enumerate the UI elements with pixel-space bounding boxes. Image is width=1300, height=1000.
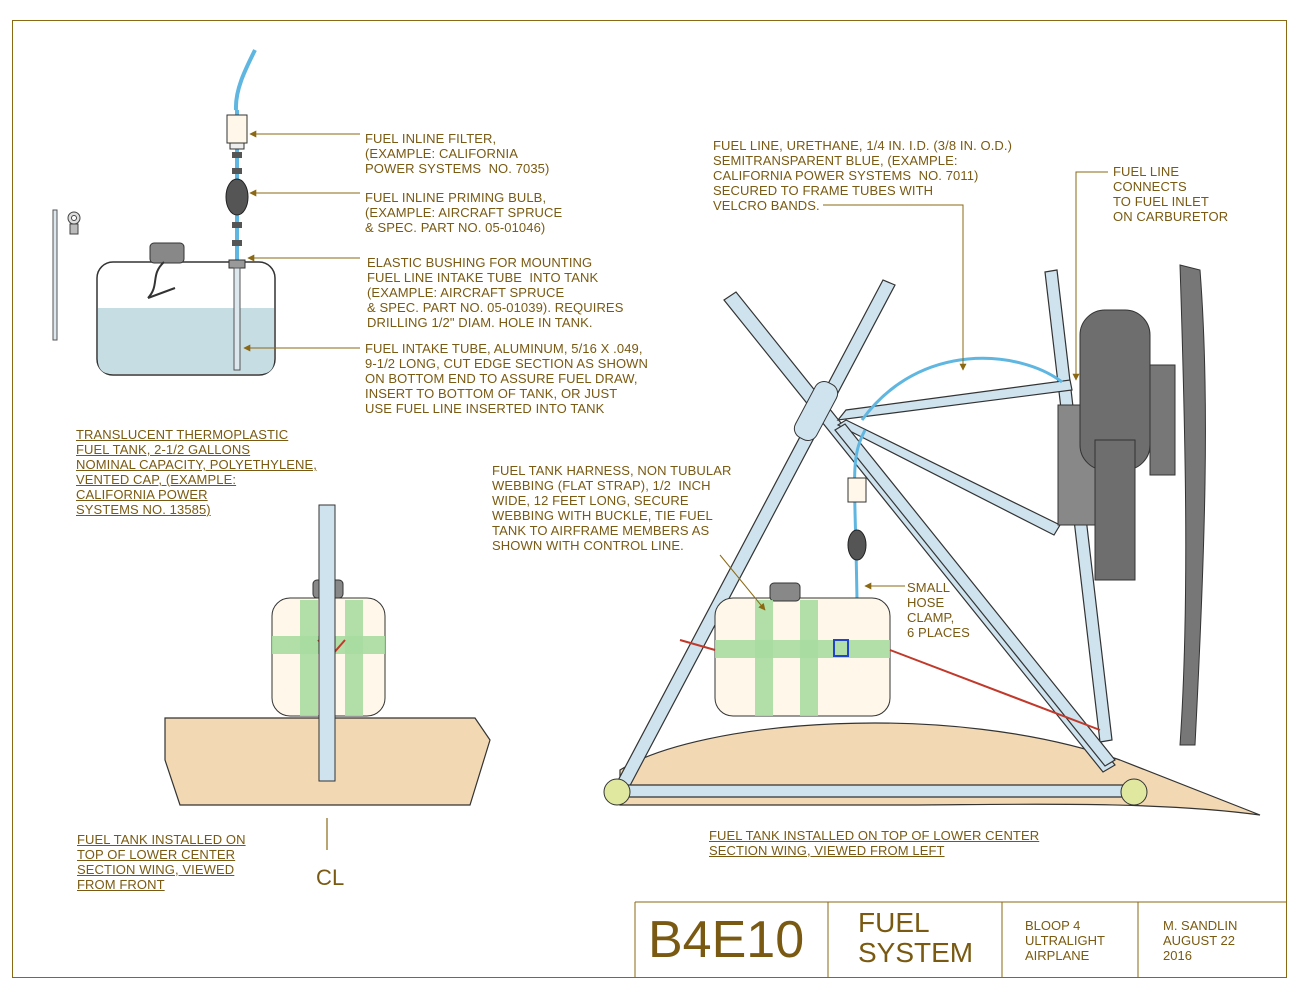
elastic-bushing bbox=[228, 259, 246, 269]
spare-intake-tube bbox=[52, 209, 58, 341]
propeller bbox=[1179, 264, 1206, 746]
fuel-line-side bbox=[860, 356, 1063, 421]
project-name: BLOOP 4 ULTRALIGHT AIRPLANE bbox=[1025, 918, 1105, 963]
bushing-detail-icon bbox=[67, 211, 81, 235]
tank-detail-view bbox=[52, 49, 360, 376]
fuel-line-top bbox=[233, 49, 257, 111]
inline-filter bbox=[226, 114, 248, 150]
centerline-symbol: CL bbox=[316, 865, 345, 890]
drawing-id: B4E10 bbox=[648, 911, 805, 969]
airframe-tube-front bbox=[318, 504, 336, 782]
drawing-title: FUEL SYSTEM bbox=[858, 907, 974, 968]
priming-bulb-note: FUEL INLINE PRIMING BULB, (EXAMPLE: AIRC… bbox=[365, 190, 563, 235]
control-line bbox=[679, 639, 716, 651]
fuel-line-connects-note: FUEL LINE CONNECTS TO FUEL INLET ON CARB… bbox=[1113, 164, 1229, 224]
intake-tube bbox=[233, 267, 241, 371]
fuel-tank-detail bbox=[96, 242, 276, 376]
left-view-caption: FUEL TANK INSTALLED ON TOP OF LOWER CENT… bbox=[709, 828, 1040, 858]
fuel-tank-note: TRANSLUCENT THERMOPLASTIC FUEL TANK, 2-1… bbox=[76, 427, 318, 517]
front-view-caption: FUEL TANK INSTALLED ON TOP OF LOWER CENT… bbox=[77, 832, 246, 892]
harness-note: FUEL TANK HARNESS, NON TUBULAR WEBBING (… bbox=[492, 463, 732, 553]
elastic-bushing-note: ELASTIC BUSHING FOR MOUNTING FUEL LINE I… bbox=[367, 255, 624, 330]
front-view bbox=[164, 504, 491, 850]
drawing-sheet-border bbox=[12, 20, 1287, 978]
engine bbox=[1057, 309, 1176, 581]
fuel-line-note: FUEL LINE, URETHANE, 1/4 IN. I.D. (3/8 I… bbox=[713, 138, 1013, 213]
wing-section-side bbox=[619, 722, 1261, 816]
title-block-frame bbox=[634, 901, 1287, 978]
author-date: M. SANDLIN AUGUST 22 2016 bbox=[1163, 918, 1238, 963]
priming-bulb bbox=[225, 178, 249, 216]
intake-tube-note: FUEL INTAKE TUBE, ALUMINUM, 5/16 X .049,… bbox=[365, 341, 649, 416]
inline-filter-note: FUEL INLINE FILTER, (EXAMPLE: CALIFORNIA… bbox=[365, 131, 550, 176]
hose-clamp-note: SMALL HOSE CLAMP, 6 PLACES bbox=[907, 580, 970, 640]
side-view bbox=[603, 171, 1261, 816]
